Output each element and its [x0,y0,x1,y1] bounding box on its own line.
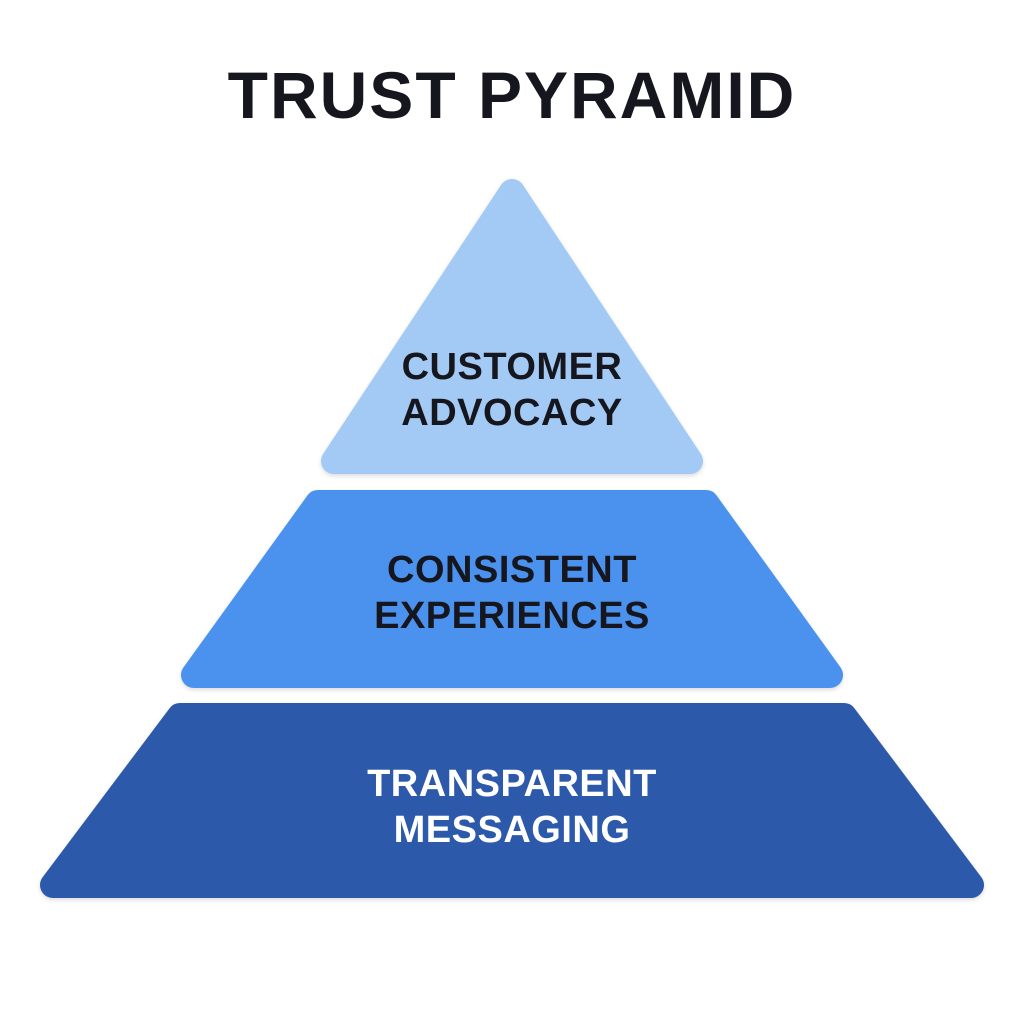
tier-top-shape [321,179,703,474]
tier-bottom-shape [40,703,984,898]
tier-middle-label: CONSISTENT EXPERIENCES [0,547,1024,639]
tier-top-label-line1: CUSTOMER [401,346,623,388]
tier-bottom-label-line1: TRANSPARENT [367,763,657,805]
tier-middle-label-line1: CONSISTENT [387,549,637,591]
tier-top-label-line2: ADVOCACY [401,392,623,434]
tier-middle-shape [181,490,843,688]
diagram-title: TRUST PYRAMID [227,58,797,132]
tier-top-label: CUSTOMER ADVOCACY [0,344,1024,436]
tier-middle-label-line2: EXPERIENCES [374,595,650,637]
tier-bottom-label: TRANSPARENT MESSAGING [0,761,1024,853]
tier-bottom-label-line2: MESSAGING [393,809,631,851]
